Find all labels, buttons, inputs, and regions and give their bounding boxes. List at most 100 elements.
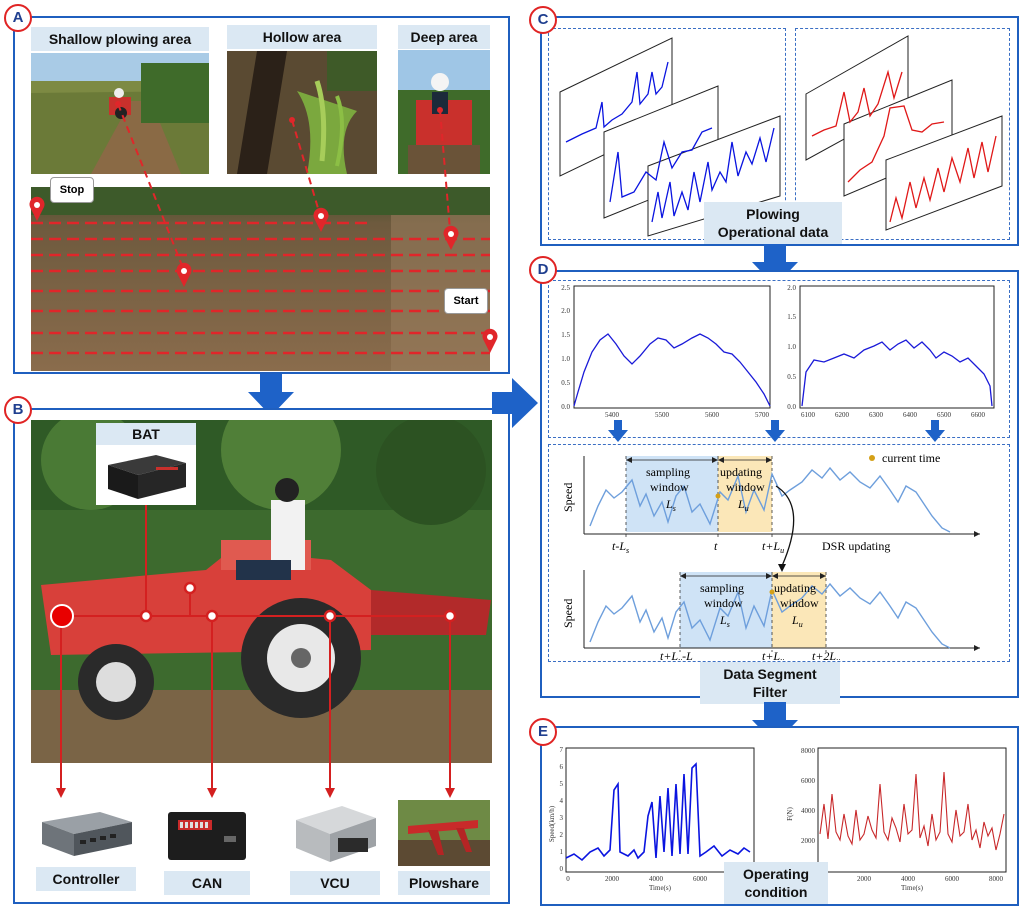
hollow-pin-icon: [313, 207, 329, 232]
blue-stacked-plots: [559, 37, 781, 237]
plowing-data-caption: Plowing Operational data: [704, 202, 842, 244]
tick-x2-left: 5600: [705, 411, 720, 419]
area-label-shallow: Shallow plowing area: [31, 27, 209, 51]
plowshare-label: Plowshare: [398, 871, 490, 895]
controller-image: [36, 800, 136, 864]
tick-y1-right: 0.5: [787, 373, 796, 381]
tick-t-lu-2: t+Lu: [762, 649, 784, 660]
start-callout: Start: [444, 288, 488, 314]
tick-y3-right: 1.5: [787, 313, 796, 321]
tick-y4-left: 2.0: [561, 307, 570, 315]
updating-window-lu-b: Lu: [791, 613, 803, 629]
plowshare-image: [398, 800, 490, 866]
e-right-y1: 4000: [801, 807, 816, 815]
e-right-ylabel: F(N): [786, 807, 794, 821]
arrow-d-to-e-icon: [752, 702, 798, 744]
e-left-xlabel: Time(s): [649, 884, 672, 892]
e-right-x1: 2000: [857, 875, 872, 883]
tick-t: t: [714, 539, 718, 553]
hollow-area-photo: [227, 51, 377, 174]
area-label-hollow: Hollow area: [227, 25, 377, 49]
panel-c-left-group: [548, 28, 786, 240]
tick-t-ls: t-Ls: [612, 539, 629, 555]
tick-x0-right: 6100: [801, 411, 816, 419]
speed-segment-right-plot: 0.0 0.5 1.0 1.5 2.0 6100 6200 6300 6400 …: [787, 284, 995, 419]
shallow-area-photo: [31, 53, 209, 174]
arrow-b-to-d-icon: [492, 378, 538, 428]
panel-a-badge: A: [4, 4, 32, 32]
battery-image: [96, 445, 196, 505]
tick-t-lu: t+Lu: [762, 539, 784, 555]
tick-y3-left: 1.5: [561, 331, 570, 339]
updating-window-lu: Lu: [737, 497, 749, 513]
red-stacked-plots: [805, 35, 1003, 231]
dsr-window-diagram: sampling window Ls updating window Lu cu…: [561, 451, 980, 660]
small-arrow-1-icon: [608, 420, 628, 442]
tractor-photo: [31, 420, 492, 763]
panel-d-bottom-group: [548, 444, 1010, 662]
can-image: [164, 806, 250, 866]
e-right-y3: 8000: [801, 747, 816, 755]
sampling-window-word-1b: sampling: [700, 581, 744, 595]
e-left-y7: 7: [560, 746, 564, 754]
sampling-window-word-2b: window: [704, 596, 743, 610]
speed-operating-plot: 0 2000 4000 6000 8000 0 1 2 3 4 5 6 7 Sp…: [548, 746, 755, 892]
tick-y5-left: 2.5: [561, 284, 570, 292]
can-label: CAN: [164, 871, 250, 895]
small-arrow-2-icon: [765, 420, 785, 442]
e-left-y6: 6: [560, 763, 564, 771]
e-right-xlabel: Time(s): [901, 884, 924, 892]
panel-d-top-group: [548, 280, 1010, 438]
tick-y0-right: 0.0: [787, 403, 796, 411]
dsr-updating-label: DSR updating: [822, 539, 890, 553]
vcu-image: [290, 800, 380, 866]
e-left-y5: 5: [560, 780, 564, 788]
field-photo: [31, 187, 490, 371]
e-left-x2: 4000: [649, 875, 664, 883]
speed-axis-label-1: Speed: [561, 483, 575, 512]
sampling-window-word-1: sampling: [646, 465, 690, 479]
tick-x5-right: 6600: [971, 411, 986, 419]
shallow-pin-icon: [176, 262, 192, 287]
tick-t-2lu: t+2Lu: [812, 649, 840, 660]
tick-x1-right: 6200: [835, 411, 850, 419]
panel-d-badge: D: [529, 256, 557, 284]
speed-axis-label-2: Speed: [561, 599, 575, 628]
e-right-y2: 6000: [801, 777, 816, 785]
e-left-y3: 3: [560, 814, 564, 822]
stop-pin-icon: [29, 196, 45, 221]
updating-window-word-1: updating: [720, 465, 762, 479]
e-left-x0: 0: [566, 875, 570, 883]
e-left-y0: 0: [560, 865, 564, 873]
arrow-c-to-d-icon: [752, 244, 798, 286]
panel-e-badge: E: [529, 718, 557, 746]
tick-y2-right: 1.0: [787, 343, 796, 351]
panel-b-badge: B: [4, 396, 32, 424]
tick-y2-left: 1.0: [561, 355, 570, 363]
deep-area-photo: [398, 50, 490, 174]
start-label: Start: [453, 295, 479, 307]
e-right-y0: 2000: [801, 837, 816, 845]
area-label-deep: Deep area: [398, 25, 490, 49]
e-left-y4: 4: [560, 797, 564, 805]
operating-condition-caption: Operating condition: [724, 862, 828, 904]
stop-label: Stop: [59, 184, 85, 196]
updating-window-word-1b: updating: [774, 581, 816, 595]
speed-segment-left-plot: 0.0 0.5 1.0 1.5 2.0 2.5 5400 5500 5600 5…: [561, 284, 771, 419]
data-segment-filter-caption: Data Segment Filter: [700, 662, 840, 704]
component-connectors: [50, 505, 457, 798]
sampling-window-word-2: window: [650, 480, 689, 494]
e-right-x3: 6000: [945, 875, 960, 883]
controller-label: Controller: [36, 867, 136, 891]
tick-y1-left: 0.5: [561, 379, 570, 387]
tick-y4-right: 2.0: [787, 284, 796, 292]
start-pin-icon: [482, 328, 498, 353]
e-left-ylabel: Speed(km/h): [548, 805, 556, 842]
vcu-label: VCU: [290, 871, 380, 895]
e-left-y1: 1: [560, 848, 564, 856]
bat-label: BAT: [96, 423, 196, 445]
current-time-label: current time: [882, 451, 940, 465]
arrow-a-to-b-icon: [248, 374, 294, 416]
tick-x3-right: 6400: [903, 411, 918, 419]
updating-window-word-2: window: [726, 480, 765, 494]
